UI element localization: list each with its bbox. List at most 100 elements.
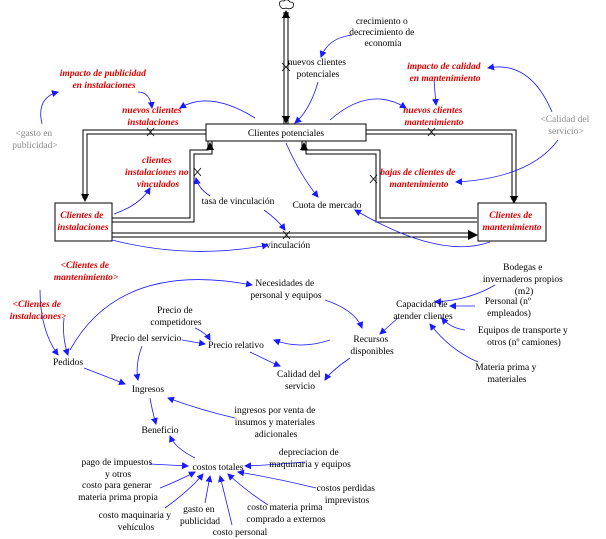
label-necesidades: Necesidades de personal y equipos bbox=[250, 279, 322, 301]
label-clientes-mant-shadow: <Clientes de mantenimiento> bbox=[54, 261, 119, 283]
valve-bajas-icon bbox=[369, 174, 378, 184]
link-costos-beneficio bbox=[169, 435, 196, 459]
pipe-vinculacion-head bbox=[468, 230, 478, 240]
link-tasa-vinculacion bbox=[263, 209, 286, 231]
label-calidad-servicio: Calidad del servicio bbox=[277, 370, 323, 392]
link-maquinaria-costos bbox=[164, 473, 204, 509]
causal-links bbox=[39, 34, 559, 526]
link-recursos-precio bbox=[273, 338, 331, 346]
link-externos-costos bbox=[227, 473, 269, 506]
pipe-nuevos-mantenimiento-outer bbox=[366, 129, 517, 200]
label-gasto-publicidad-shadow: <gasto en publicidad> bbox=[12, 129, 57, 151]
link-bodegas-capacidad bbox=[434, 284, 496, 306]
link-inst-no-vinculados bbox=[113, 187, 151, 215]
label-costo-maquinaria: costo maquinaria y vehículos bbox=[99, 511, 174, 533]
pipe-nuevos-potenciales-head bbox=[282, 10, 290, 18]
label-impacto-publicidad: impacto de publicidad en instalaciones bbox=[60, 69, 148, 91]
stock-clientes-mantenimiento[interactable] bbox=[477, 202, 547, 242]
link-mant-cuota bbox=[354, 209, 491, 248]
link-publicidad-nuevos-inst bbox=[137, 91, 155, 109]
label-pedidos: Pedidos bbox=[53, 358, 83, 368]
valve-no-vinculados-icon bbox=[193, 167, 202, 177]
link-recursos-calidad bbox=[324, 357, 351, 381]
stock-clientes-mantenimiento-label: Clientes de mantenimiento bbox=[482, 211, 541, 233]
pipe-no-vinculados-head bbox=[206, 142, 214, 150]
label-gasto-publicidad: gasto en publicidad bbox=[180, 505, 220, 527]
link-depreciacion-costos bbox=[244, 461, 306, 470]
variable-labels: crecimiento o decrecimiento de economía … bbox=[10, 17, 591, 538]
label-beneficio: Beneficio bbox=[142, 425, 179, 436]
link-inst-pedidos bbox=[62, 317, 70, 356]
pipe-bajas-head bbox=[300, 142, 308, 150]
label-depreciacion: depreciacion de maquinaria y equipos bbox=[269, 448, 351, 470]
link-competidores-relativo bbox=[194, 327, 211, 341]
link-materia-capacidad bbox=[429, 323, 479, 363]
label-equipos-transporte: Equipos de transporte y otros (nº camion… bbox=[478, 326, 570, 348]
link-materia-propia-costos bbox=[159, 471, 196, 489]
valves bbox=[146, 62, 436, 240]
link-pedidos-ingresos bbox=[83, 367, 126, 386]
label-personal: Personal (nº empleados) bbox=[485, 296, 533, 319]
stock-clientes-instalaciones-label: Clientes de instalaciones bbox=[57, 211, 109, 233]
label-costo-materia-propia: costo para generar materia prima propia bbox=[78, 481, 158, 503]
label-clientes-inst-shadow: <Clientes de instalaciones> bbox=[10, 300, 67, 322]
label-impacto-calidad: impacto de calidad en mantenimiento bbox=[407, 62, 483, 84]
label-ingresos-insumos: ingresos por venta de insumos y material… bbox=[234, 406, 317, 440]
stock-clientes-instalaciones[interactable] bbox=[54, 202, 113, 242]
label-recursos: Recursos disponibles bbox=[350, 335, 394, 357]
label-crecimiento: crecimiento o decrecimiento de economía bbox=[349, 17, 417, 49]
link-potenciales-cuota bbox=[285, 142, 319, 198]
link-calidad-bajas bbox=[455, 139, 559, 186]
link-calidad-impacto bbox=[487, 63, 553, 113]
valve-vinculacion-icon bbox=[282, 230, 291, 240]
link-servicio-ingresos bbox=[133, 345, 143, 381]
link-calidad-nuevos-mant bbox=[432, 79, 440, 106]
label-costos-totales: costos totales bbox=[193, 463, 244, 473]
label-costo-materia-externos: costo materia prima comprado a externos bbox=[246, 503, 325, 525]
link-gasto-impacto bbox=[40, 90, 59, 125]
label-precio-relativo: Precio relativo bbox=[208, 341, 264, 351]
link-perdidas-costos bbox=[237, 469, 317, 489]
link-equipos-capacidad bbox=[441, 317, 466, 331]
flow-pipes bbox=[81, 10, 518, 240]
flow-nuevos-potenciales-label: nuevos clientes potenciales bbox=[288, 58, 349, 80]
flow-no-vinculados-label: clientes instalaciones no vinculados bbox=[125, 156, 191, 190]
link-potenciales-nuevos-inst bbox=[179, 100, 256, 119]
link-capacidad-recursos bbox=[379, 317, 399, 335]
link-relativo-calidad bbox=[249, 351, 281, 368]
label-ingresos: Ingresos bbox=[132, 385, 164, 395]
cloud-icon bbox=[279, 0, 294, 10]
link-ingresos-beneficio bbox=[149, 397, 158, 425]
pipe-nuevos-mantenimiento-inner bbox=[366, 133, 513, 200]
label-precio-servicio: Precio del servicio bbox=[111, 334, 182, 344]
pipe-nuevos-instalaciones-outer bbox=[82, 129, 206, 198]
link-necesidades-recursos bbox=[324, 299, 364, 329]
label-bodegas: Bodegas e invernaderos propios (m2) bbox=[483, 263, 565, 297]
link-impuestos-costos bbox=[149, 462, 189, 470]
link-inst-vinculacion bbox=[111, 239, 269, 252]
label-capacidad: Capacidad de atender clientes bbox=[393, 300, 453, 322]
flow-nuevos-mantenimiento-label: nuevos clientes mantenimiento bbox=[403, 106, 465, 128]
link-mant-pedidos bbox=[39, 289, 59, 356]
label-materia-prima: Materia prima y materiales bbox=[475, 363, 539, 385]
label-cuota-mercado: Cuota de mercado bbox=[292, 201, 361, 211]
stock-clientes-potenciales[interactable] bbox=[205, 123, 367, 142]
valve-nuevos-potenciales-icon bbox=[281, 62, 291, 72]
label-calidad-servicio-shadow: <Calidad del servicio> bbox=[540, 115, 591, 137]
stock-clientes-potenciales-label: Clientes potenciales bbox=[248, 129, 325, 139]
pipe-nuevos-mantenimiento-head bbox=[510, 196, 518, 204]
link-tasa-no-vinculados bbox=[193, 177, 211, 197]
link-pedidos-necesidades bbox=[69, 279, 253, 351]
valve-nuevos-instalaciones-icon bbox=[146, 127, 155, 137]
link-insumos-ingresos bbox=[167, 396, 236, 419]
label-costos-perdidas: costos perdidas imprevistos bbox=[317, 484, 378, 506]
valve-nuevos-mantenimiento-icon bbox=[427, 127, 436, 137]
link-servicio-relativo bbox=[181, 339, 206, 347]
flow-vinculacion-label: vinculación bbox=[266, 241, 311, 251]
flow-nuevos-instalaciones-label: nuevos clientes instalaciones bbox=[122, 106, 184, 128]
link-personal-costos bbox=[218, 475, 233, 526]
pipe-nuevos-instalaciones-head bbox=[81, 194, 89, 202]
label-costo-personal: costo personal bbox=[213, 528, 268, 538]
